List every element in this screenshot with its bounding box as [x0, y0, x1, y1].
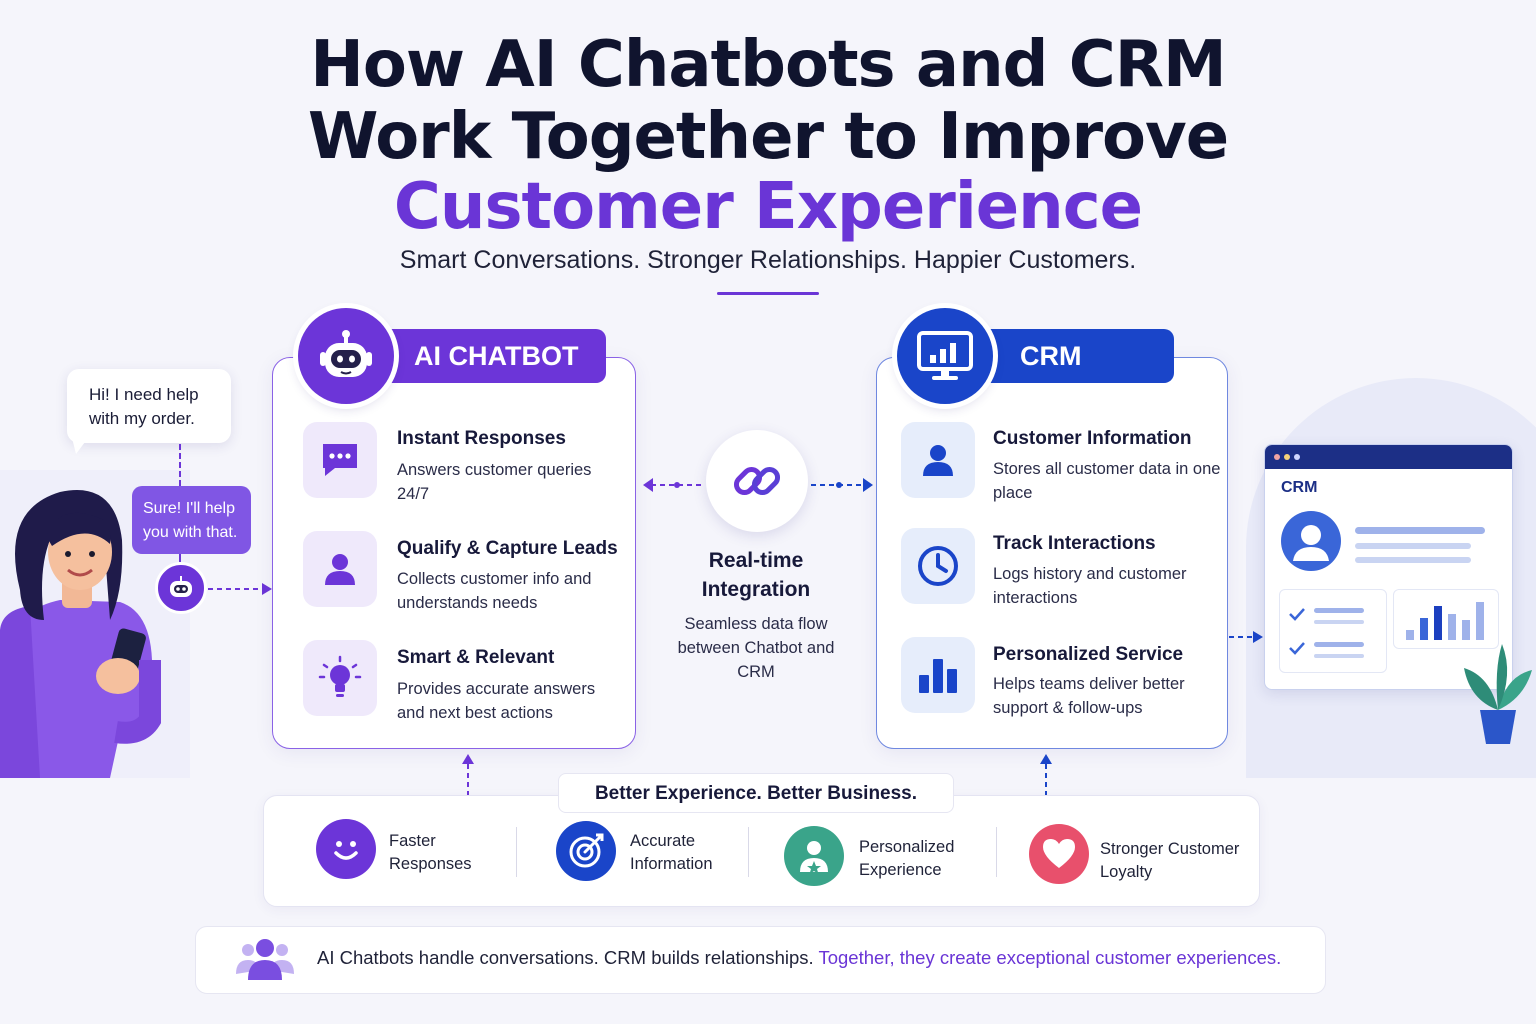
footer-text: AI Chatbots handle conversations. CRM bu… [317, 947, 1281, 969]
user-star-icon [784, 826, 844, 886]
divider [996, 827, 997, 877]
small-robot-icon [155, 562, 207, 614]
crm-dashboard-window: CRM [1264, 444, 1513, 690]
benefit-text: Accurate Information [630, 830, 790, 876]
bot-message-line-1: Sure! I'll help [143, 500, 235, 517]
benefits-panel [263, 795, 1260, 907]
benefit-line: Faster [389, 832, 436, 850]
bot-connector [179, 554, 181, 562]
arrow-to-crm-window [1229, 630, 1265, 644]
footer-banner [195, 926, 1326, 994]
customer-message-line-2: with my order. [89, 409, 195, 428]
robot-icon [298, 308, 394, 404]
feature-title: Customer Information [993, 428, 1192, 449]
smile-icon [316, 819, 376, 879]
title-line-3: Customer Experience [393, 170, 1143, 244]
bar-chart-icon [901, 637, 975, 713]
feature-desc: Answers customer queries 24/7 [397, 461, 592, 503]
benefit-text: Stronger Customer Loyalty [1100, 838, 1260, 884]
feature-desc: Helps teams deliver better support & fol… [993, 675, 1185, 717]
integration-title: Real-time Integration [701, 549, 811, 601]
bar-chart-widget [1393, 589, 1499, 649]
title-divider [717, 292, 819, 295]
feature-title: Smart & Relevant [397, 647, 555, 668]
profile-avatar-icon [1281, 511, 1499, 575]
bot-message-line-2: you with that. [143, 524, 238, 541]
chat-bubble-icon [303, 422, 377, 498]
feature-title: Track Interactions [993, 533, 1156, 554]
crm-window-label: CRM [1281, 479, 1318, 496]
monitor-chart-icon [897, 308, 993, 404]
footer-plain: AI Chatbots handle conversations. CRM bu… [317, 947, 819, 968]
arrow-to-crm-panel [809, 477, 875, 493]
benefits-label: Better Experience. Better Business. [558, 773, 954, 813]
feature-desc: Provides accurate answers and next best … [397, 680, 596, 722]
feature-desc: Logs history and customer interactions [993, 565, 1187, 607]
clock-icon [901, 528, 975, 604]
benefit-line: Responses [389, 855, 472, 873]
bubble-connector [179, 444, 181, 486]
arrow-to-chatbot-panel [641, 477, 707, 493]
customer-message-line-1: Hi! I need help [89, 385, 199, 404]
person-icon [303, 531, 377, 607]
benefit-text: Personalized Experience [859, 836, 1019, 882]
connector-crm-to-benefits [952, 752, 1056, 798]
connector-chatbot-to-benefits [460, 752, 564, 798]
lightbulb-icon [303, 640, 377, 716]
person-icon [901, 422, 975, 498]
benefit-line: Experience [859, 861, 942, 879]
benefit-line: Information [630, 855, 713, 873]
chain-link-icon [706, 430, 808, 532]
feature-title: Instant Responses [397, 428, 566, 449]
target-icon [556, 821, 616, 881]
heart-icon [1029, 824, 1089, 884]
benefit-line: Accurate [630, 832, 696, 850]
feature-desc: Collects customer info and understands n… [397, 570, 592, 612]
bubble-tail [72, 438, 92, 456]
divider [748, 827, 749, 877]
arrow-to-chatbot [208, 582, 274, 596]
benefit-text: Faster Responses [389, 830, 549, 876]
title-line-1: How AI Chatbots and CRM [310, 28, 1226, 102]
potted-plant-icon [1460, 640, 1536, 746]
subtitle: Smart Conversations. Stronger Relationsh… [399, 246, 1137, 274]
footer-highlight: Together, they create exceptional custom… [818, 947, 1282, 968]
integration-desc: Seamless data flow between Chatbot and C… [677, 615, 835, 681]
people-group-icon [234, 936, 296, 980]
title-line-2: Work Together to Improve [307, 100, 1229, 174]
checklist-widget [1279, 589, 1387, 673]
divider [516, 827, 517, 877]
feature-title: Qualify & Capture Leads [397, 538, 618, 559]
window-title-bar [1265, 445, 1512, 469]
bot-speech-bubble: Sure! I'll help you with that. [132, 486, 251, 554]
benefit-line: Stronger Customer [1100, 840, 1240, 858]
feature-desc: Stores all customer data in one place [993, 460, 1221, 502]
benefit-line: Loyalty [1100, 863, 1153, 881]
feature-title: Personalized Service [993, 644, 1184, 665]
benefit-line: Personalized [859, 838, 955, 856]
customer-speech-bubble: Hi! I need help with my order. [67, 369, 231, 443]
